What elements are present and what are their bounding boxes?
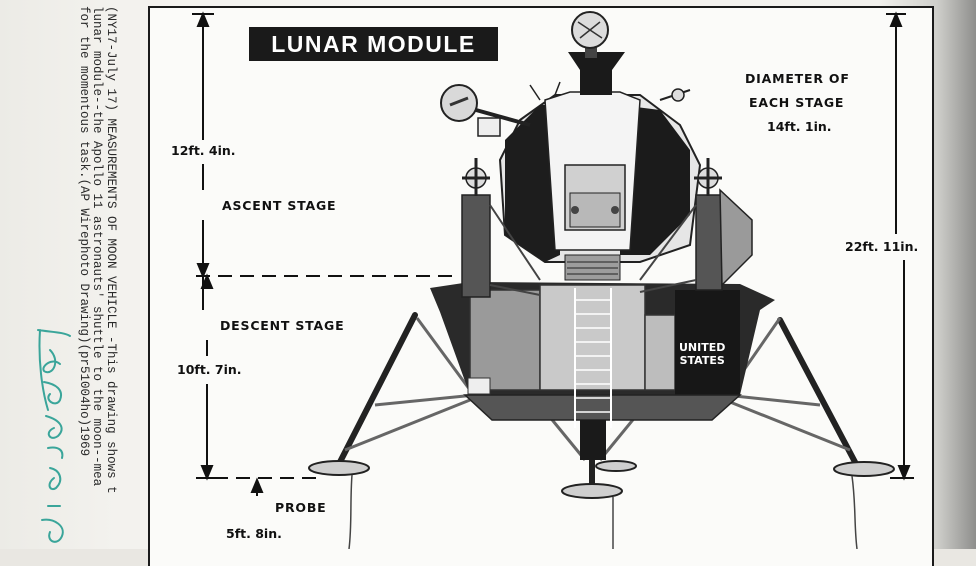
diameter-label-line-1: DIAMETER OF <box>745 71 850 86</box>
descent-stage-label: DESCENT STAGE <box>220 318 345 333</box>
descent-height-dimension: 10ft. 7in. <box>177 362 242 377</box>
probe-length-dimension: 5ft. 8in. <box>226 526 282 541</box>
diameter-label-line-2: EACH STAGE <box>749 95 845 110</box>
united-text: UNITED <box>679 341 726 354</box>
wirephoto-caption: (NY17-July 17) MEASUREMENTS OF MOON VEHI… <box>77 6 118 566</box>
ascent-stage-label: ASCENT STAGE <box>222 198 337 213</box>
united-states-marking: UNITED STATES <box>679 341 725 367</box>
diagram-frame <box>148 6 934 566</box>
diagram-title: LUNAR MODULE <box>249 27 498 61</box>
caption-line-1: (NY17-July 17) MEASUREMENTS OF MOON VEHI… <box>104 6 118 494</box>
handwritten-annotation <box>37 329 71 543</box>
probe-label: PROBE <box>275 500 327 515</box>
stage-diameter-dimension: 14ft. 1in. <box>767 119 832 134</box>
total-height-dimension: 22ft. 11in. <box>845 239 919 254</box>
states-text: STATES <box>679 354 725 367</box>
ascent-height-dimension: 12ft. 4in. <box>171 143 236 158</box>
caption-line-2: lunar module--the Apollo 11 astronauts' … <box>90 6 105 487</box>
